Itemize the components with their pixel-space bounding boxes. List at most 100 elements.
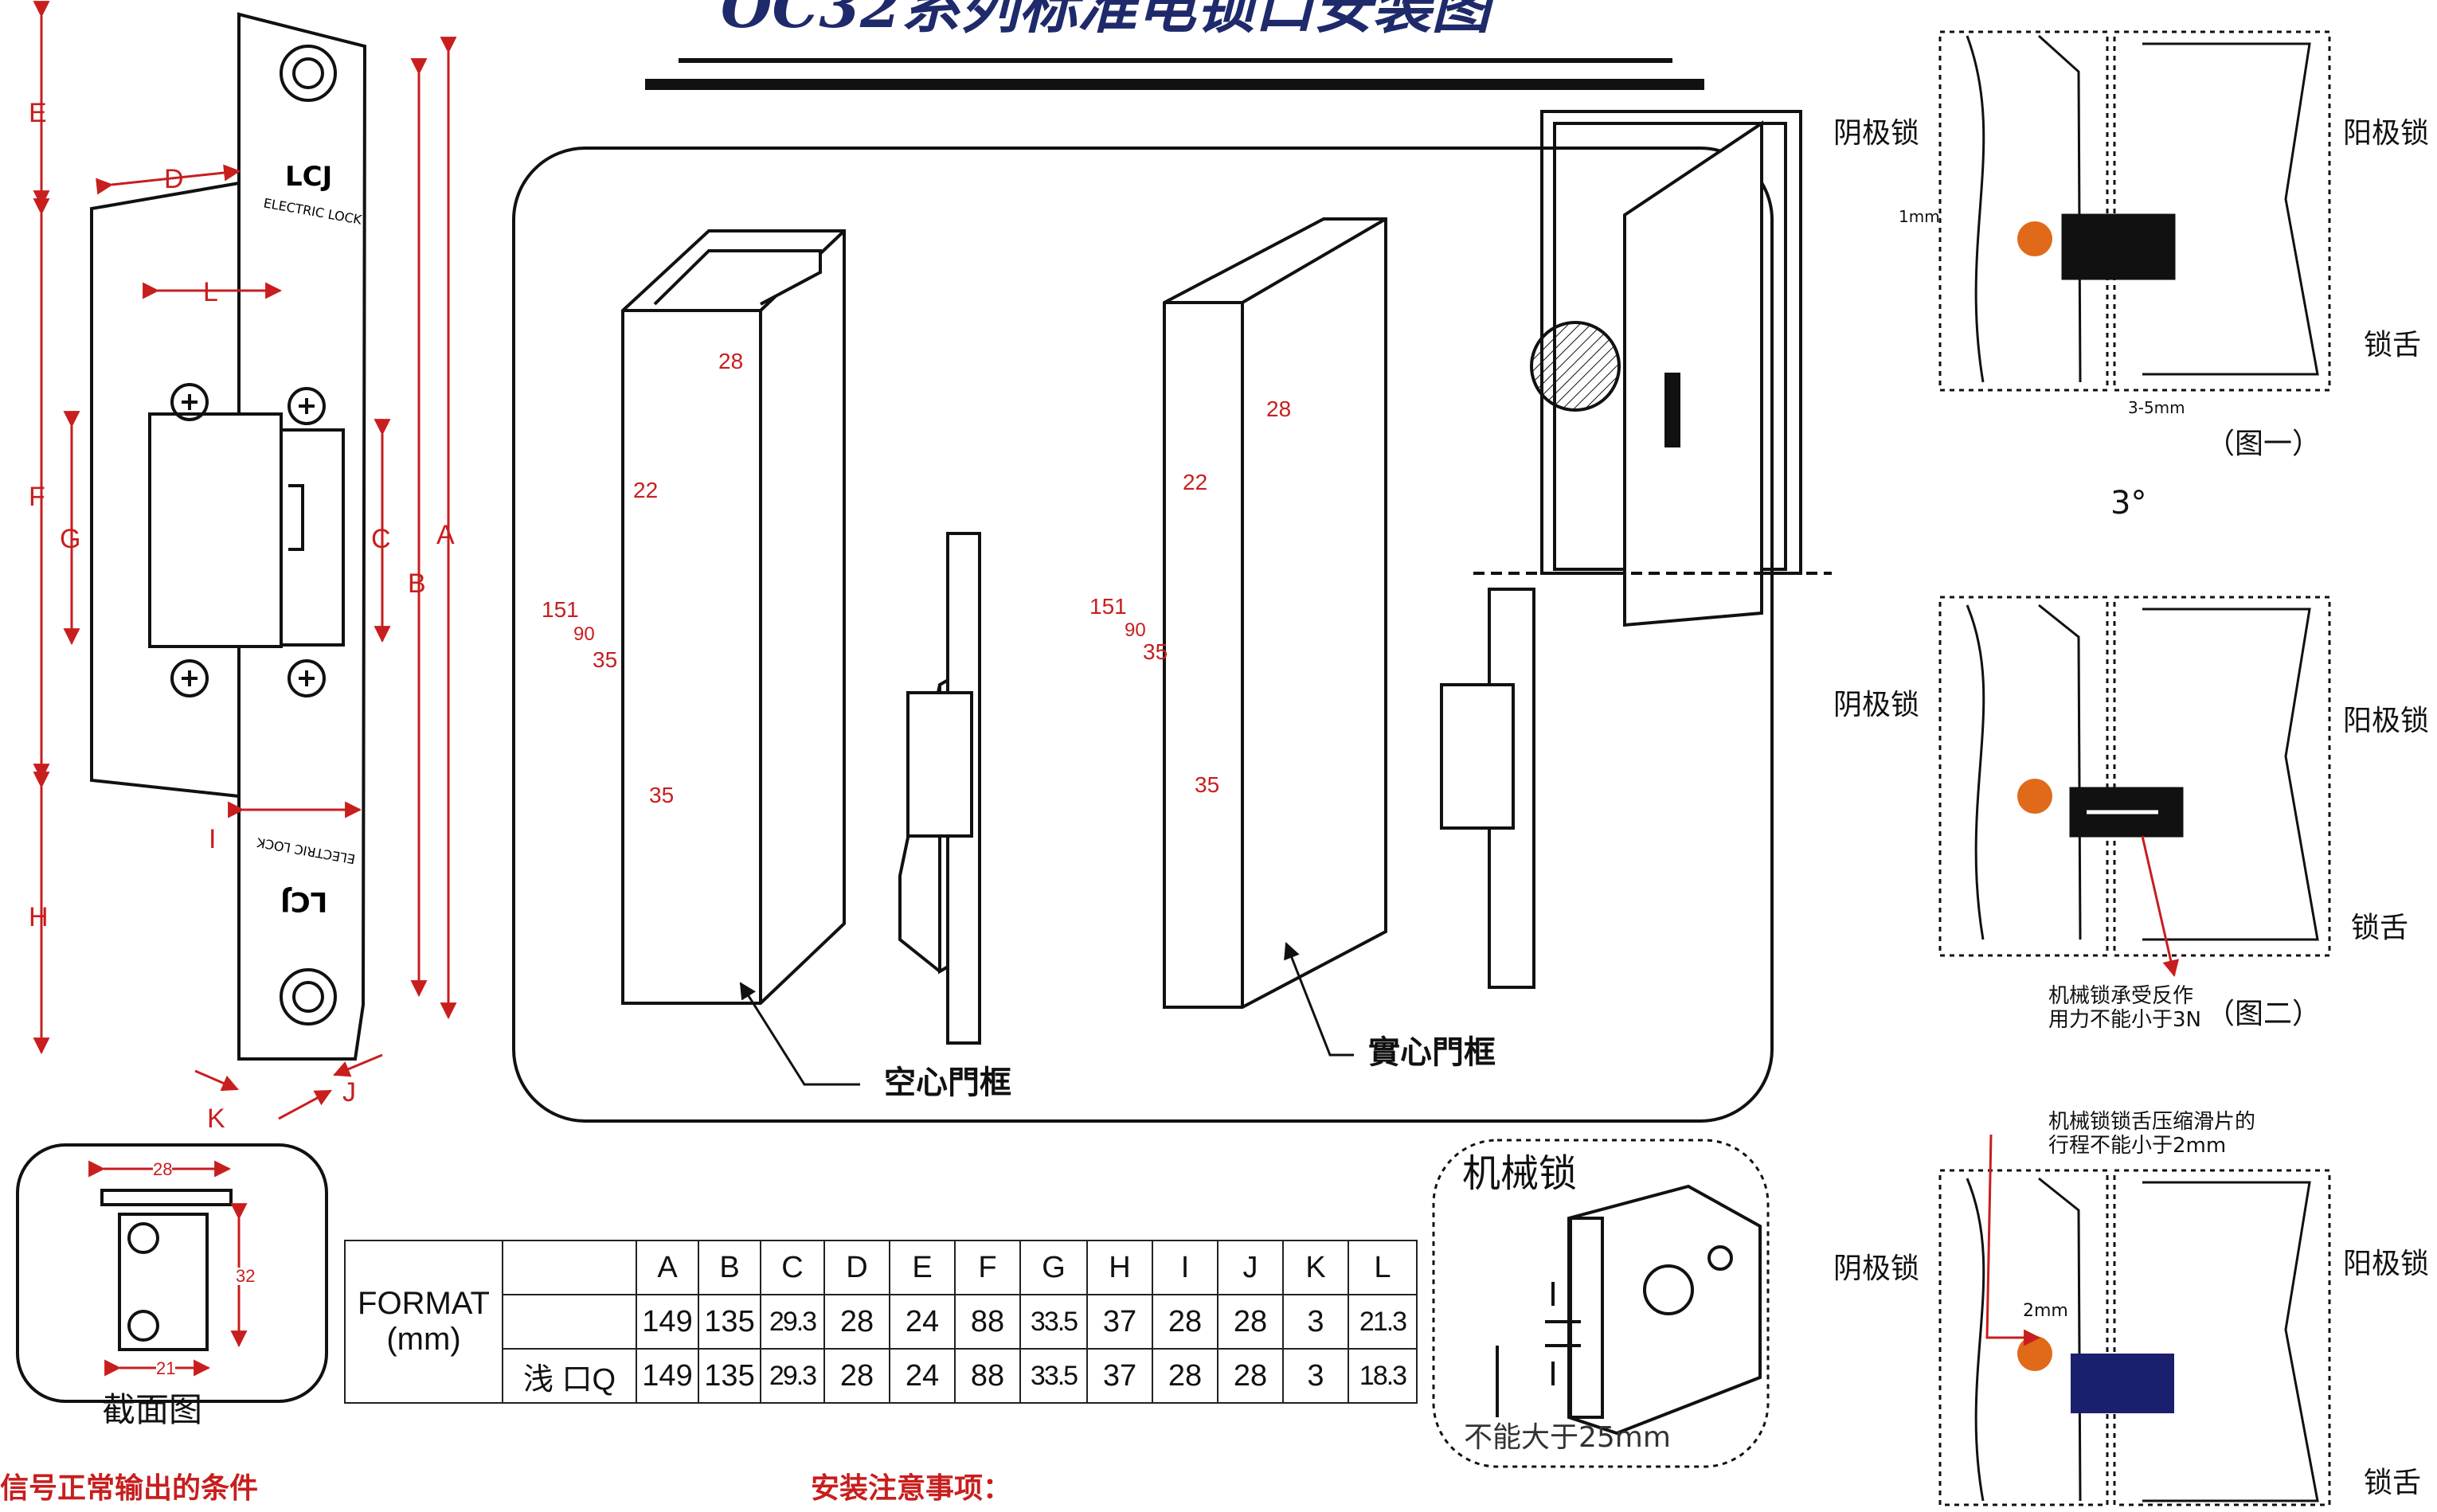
dim-label-d: D — [164, 164, 184, 194]
mech-lock-title: 机械锁 — [1462, 1151, 1578, 1196]
spec-row2-l: 18.3 — [1348, 1348, 1418, 1404]
fig1-anode: 阳极锁 — [2343, 117, 2430, 150]
spec-col-j: J — [1217, 1240, 1284, 1295]
spec-row2-c: 29.3 — [760, 1348, 825, 1404]
spec-col-d: D — [823, 1240, 890, 1295]
fig3-note-line2: 行程不能小于2mm — [2048, 1134, 2227, 1158]
spec-row1-i: 28 — [1152, 1294, 1218, 1350]
fig3-anode: 阳极锁 — [2343, 1248, 2430, 1280]
hollow-dim-90: 90 — [573, 623, 595, 645]
dim-label-e: E — [29, 98, 47, 128]
spec-row2-b: 135 — [698, 1348, 761, 1404]
dim-label-l: L — [203, 277, 218, 307]
spec-col-g: G — [1019, 1240, 1088, 1295]
spec-row2-g: 33.5 — [1019, 1348, 1088, 1404]
spec-col-b: B — [698, 1240, 761, 1295]
hollow-dim-22: 22 — [633, 478, 659, 502]
spec-blank-cell — [502, 1240, 637, 1295]
spec-row2-a: 149 — [636, 1348, 699, 1404]
dim-label-b: B — [408, 568, 426, 599]
solid-dim-28: 28 — [1266, 397, 1292, 421]
spec-row1-l: 21.3 — [1348, 1294, 1418, 1350]
solid-dim-22: 22 — [1183, 470, 1208, 494]
section-dim-width: 28 — [153, 1159, 173, 1179]
spec-col-l: L — [1348, 1240, 1418, 1295]
spec-row1-d: 28 — [823, 1294, 890, 1350]
dim-label-h: H — [29, 902, 49, 932]
dim-label-i: I — [209, 824, 217, 854]
fig3-gap: 2mm — [2023, 1301, 2068, 1321]
hollow-frame-drawing — [621, 229, 981, 1045]
spec-row2-d: 28 — [823, 1348, 890, 1404]
fig2-note-line1: 机械锁承受反作 — [2048, 984, 2194, 1008]
hollow-dim-28: 28 — [718, 349, 744, 373]
spec-col-e: E — [889, 1240, 956, 1295]
cross-section-drawing — [100, 1189, 233, 1351]
fig2-anode: 阳极锁 — [2343, 705, 2430, 737]
spec-row1-g: 33.5 — [1019, 1294, 1088, 1350]
figure-1-drawing — [1938, 30, 2331, 392]
spec-col-h: H — [1086, 1240, 1153, 1295]
fig2-cathode: 阴极锁 — [1833, 689, 1920, 721]
spec-row2-h: 37 — [1086, 1348, 1153, 1404]
door-drawing — [1473, 110, 1832, 627]
spec-col-c: C — [760, 1240, 825, 1295]
spec-row1-k: 3 — [1282, 1294, 1349, 1350]
spec-format-label: FORMAT — [358, 1286, 490, 1321]
footer-install-notes: 安装注意事项： — [811, 1472, 1012, 1505]
spec-row2-i: 28 — [1152, 1348, 1218, 1404]
solid-dim-35-v: 35 — [1143, 639, 1168, 664]
fig1-clearance: 3-5mm — [2128, 398, 2185, 417]
dim-label-a: A — [436, 520, 455, 550]
spec-row2-f: 88 — [954, 1348, 1021, 1404]
spec-format-unit: (mm) — [386, 1322, 461, 1357]
cross-section-caption: 截面图 — [102, 1390, 203, 1429]
fig2-caption: （图二） — [2206, 998, 2322, 1030]
spec-row2-label: 浅 口Q — [502, 1348, 637, 1404]
spec-row1-a: 149 — [636, 1294, 699, 1350]
brand-logo-inverted: LCJ — [280, 885, 328, 917]
dim-label-k: K — [207, 1104, 225, 1134]
fig1-gap: 1mm — [1899, 207, 1940, 226]
mech-lock-note: 不能大于25mm — [1464, 1421, 1671, 1454]
solid-dim-151: 151 — [1089, 594, 1127, 619]
figure-2-drawing — [1938, 596, 2331, 978]
spec-row2-e: 24 — [889, 1348, 956, 1404]
fig3-cathode: 阴极锁 — [1833, 1252, 1920, 1285]
fig1-angle: 3° — [2110, 485, 2147, 522]
spec-col-f: F — [954, 1240, 1021, 1295]
spec-col-a: A — [636, 1240, 699, 1295]
footer-signal-conditions: 信号正常输出的条件 — [0, 1472, 259, 1505]
fig1-tongue: 锁舌 — [2364, 329, 2422, 361]
fig2-note-line2: 用力不能小于3N — [2048, 1008, 2201, 1032]
spec-row1-label — [502, 1294, 637, 1350]
solid-dim-35-h: 35 — [1195, 772, 1220, 797]
mech-lock-drawing — [1496, 1184, 1762, 1436]
brand-logo: LCJ — [285, 161, 333, 193]
solid-dim-90: 90 — [1125, 619, 1146, 641]
strike-plate-drawing — [90, 12, 367, 1061]
section-dim-bottom: 21 — [156, 1358, 176, 1378]
spec-table: FORMAT (mm) A B C D E F G H I J K L 149 … — [344, 1240, 1418, 1404]
spec-col-k: K — [1282, 1240, 1349, 1295]
solid-frame-label: 實心門框 — [1368, 1033, 1496, 1071]
spec-row2-k: 3 — [1282, 1348, 1349, 1404]
solid-frame-drawing — [1163, 217, 1535, 1009]
hollow-dim-35-h: 35 — [649, 783, 675, 807]
dim-label-j: J — [342, 1077, 356, 1108]
spec-row1-h: 37 — [1086, 1294, 1153, 1350]
spec-col-i: I — [1152, 1240, 1218, 1295]
fig3-note-line1: 机械锁锁舌压缩滑片的 — [2048, 1110, 2256, 1134]
fig1-cathode: 阴极锁 — [1833, 117, 1920, 150]
dim-label-g: G — [60, 524, 81, 554]
figure-3-drawing — [1938, 1134, 2331, 1506]
dim-label-f: F — [29, 482, 45, 512]
fig2-tongue: 锁舌 — [2351, 912, 2409, 944]
spec-format-cell: FORMAT (mm) — [344, 1240, 503, 1404]
hollow-dim-151: 151 — [542, 597, 579, 622]
section-dim-height: 32 — [236, 1266, 256, 1286]
spec-row1-j: 28 — [1217, 1294, 1284, 1350]
dim-label-c: C — [371, 524, 391, 554]
spec-row1-c: 29.3 — [760, 1294, 825, 1350]
fig3-tongue: 锁舌 — [2364, 1467, 2422, 1499]
